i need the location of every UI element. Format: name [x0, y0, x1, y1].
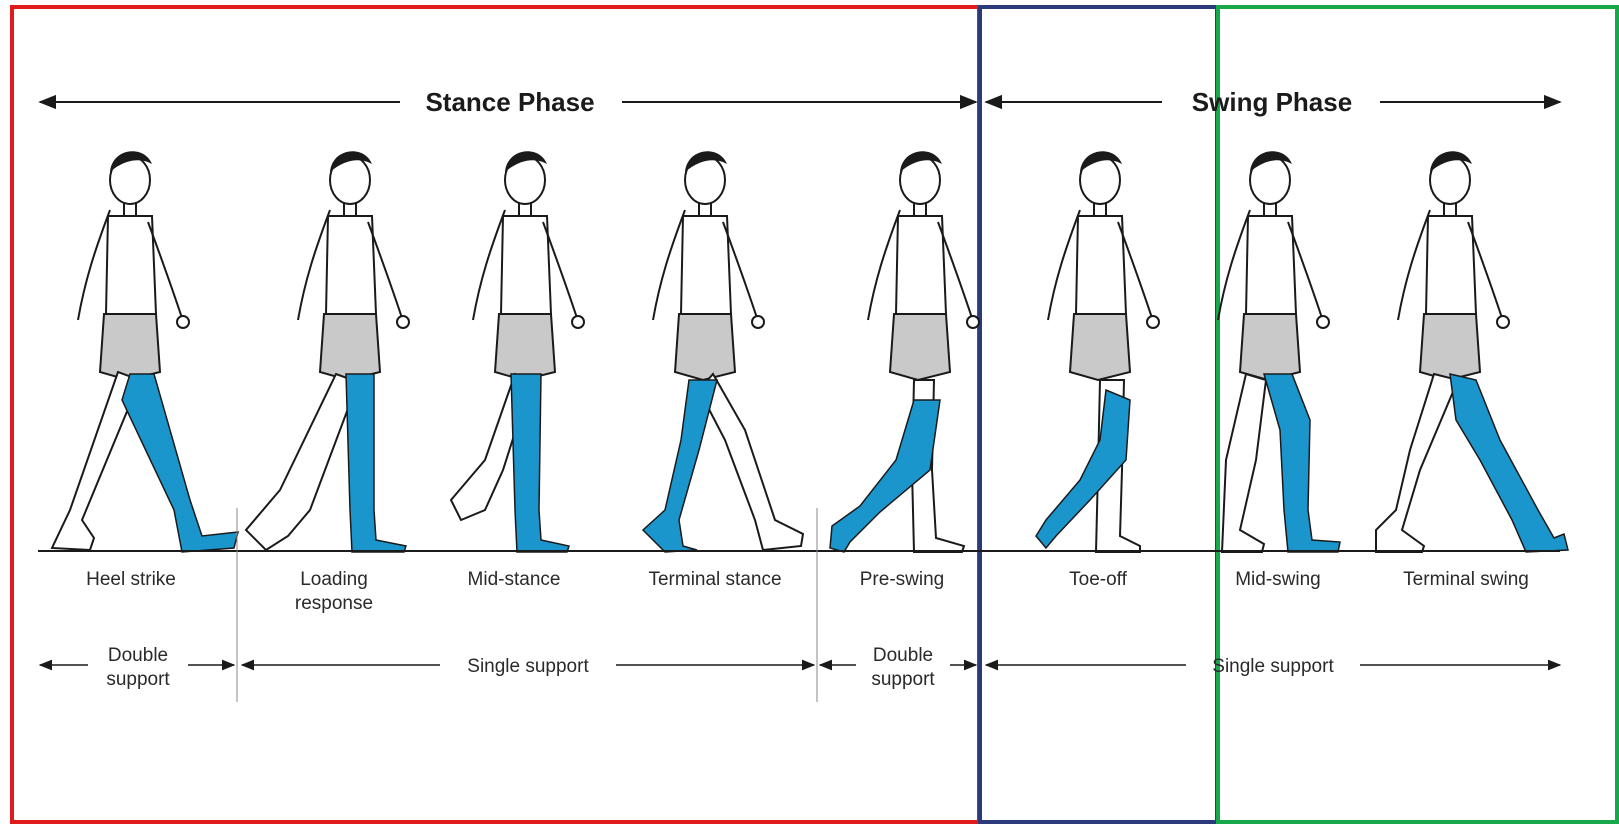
figure-terminal-stance	[643, 151, 803, 552]
stage-label-terminal-swing: Terminal swing	[1403, 569, 1529, 590]
figure-heel-strike	[52, 151, 238, 552]
stance-phase-header: Stance Phase	[40, 87, 976, 117]
swing-phase-header: Swing Phase	[986, 87, 1560, 117]
figures	[52, 151, 1568, 552]
swing-phase-title: Swing Phase	[1192, 87, 1352, 117]
figure-pre-swing	[830, 151, 979, 552]
stage-label-pre-swing: Pre-swing	[860, 569, 944, 590]
stance-phase-title: Stance Phase	[425, 87, 594, 117]
support-label-single-1: Single support	[467, 656, 589, 677]
stage-label-mid-stance: Mid-stance	[468, 569, 561, 590]
figure-loading-response	[246, 151, 409, 552]
figure-mid-swing	[1218, 151, 1340, 552]
support-label-single-2: Single support	[1212, 656, 1334, 677]
stage-label-toe-off: Toe-off	[1069, 569, 1127, 590]
stage-label-heel-strike: Heel strike	[86, 569, 176, 590]
stage-label-mid-swing: Mid-swing	[1235, 569, 1321, 590]
figure-terminal-swing	[1376, 151, 1568, 552]
figure-mid-stance	[451, 151, 584, 552]
stage-label-terminal-stance: Terminal stance	[648, 569, 781, 590]
figure-toe-off	[1036, 151, 1159, 552]
